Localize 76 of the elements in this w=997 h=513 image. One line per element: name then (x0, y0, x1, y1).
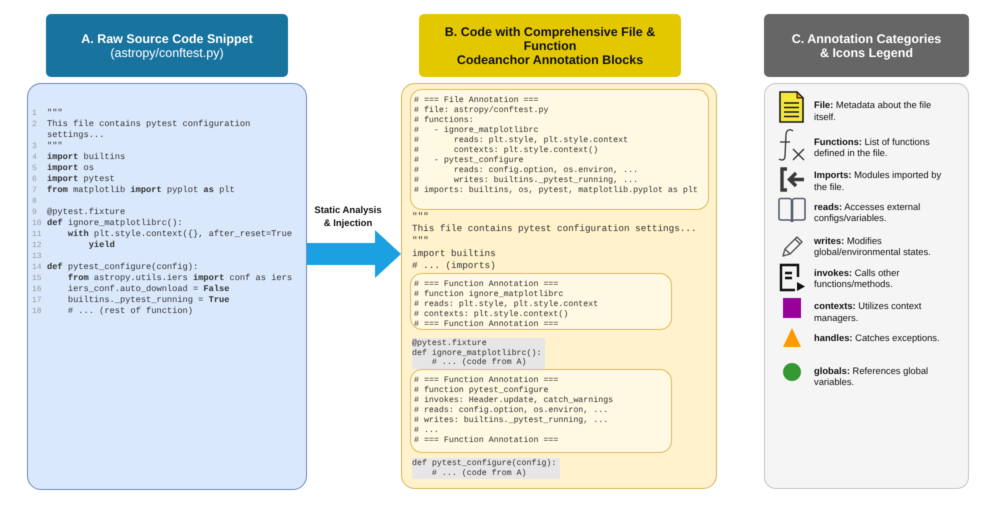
header-title: C. Annotation Categories & Icons Legend (790, 32, 942, 60)
code-line: This file contains pytest configuration settings... (412, 223, 697, 236)
code-line: # === Function Annotation === (414, 280, 558, 290)
code-line: # ... (code from A) (430, 468, 527, 478)
code-line: 7 from matplotlib import pyplot as plt (32, 185, 236, 196)
code-line: # functions: (414, 116, 474, 126)
code-line: 3 """ (32, 141, 64, 152)
code-line: 1 """ (32, 108, 64, 119)
legend-text: contexts: Utilizes context managers. (814, 300, 922, 323)
code-line: # writes: builtins._pytest_running, ... (414, 176, 638, 186)
code-line: # contexts: plt.style.context() (414, 310, 568, 320)
header-title: A. Raw Source Code Snippet (81, 32, 253, 46)
panel-header (46, 14, 288, 77)
code-line: # contexts: plt.style.context() (414, 146, 598, 156)
code-line: # ... (414, 426, 439, 436)
code-line: # writes: builtins._pytest_running, ... (414, 416, 608, 426)
code-panel (27, 83, 307, 490)
legend-text: handles: Catches exceptions. (814, 332, 941, 344)
legend-text: writes: Modifies global/environmental states. (814, 234, 932, 258)
legend-text: Functions: List of functions defined in the file. (814, 136, 931, 158)
code-line: # reads: plt.style, plt.style.context (414, 300, 598, 310)
code-line: 17 builtins._pytest_running = True (32, 295, 230, 306)
header-title: Codeanchor Annotation Blocks (456, 52, 644, 66)
panel-header (764, 14, 969, 77)
code-snippet (412, 458, 560, 480)
legend-text: globals: References global variables. (814, 364, 930, 388)
code-line: 8 (32, 196, 38, 207)
code-line: # reads: config.option, os.environ, ... (414, 406, 608, 416)
code-line: # reads: config.option, os.environ, ... (414, 166, 638, 176)
code-line: # - ignore_matplotlibrc (414, 126, 538, 136)
code-line: # === File Annotation === (414, 96, 538, 106)
code-line: # - pytest_configure (414, 156, 524, 166)
code-line: # invokes: Header.update, catch_warnings (414, 396, 614, 406)
code-line: 11 with plt.style.context({}, after_reset=True (32, 229, 294, 240)
arrow (307, 230, 401, 278)
code-line: 16 iers_conf.auto_download = False (32, 284, 230, 295)
header-title: B. Code with Comprehensive File & Function (444, 24, 656, 52)
code-line: import builtins (412, 248, 496, 260)
annotation-block (410, 273, 672, 330)
code-line: 5 import os (32, 163, 95, 174)
code-line: # === Function Annotation === (414, 436, 558, 446)
code-line: 12 yield (32, 240, 116, 251)
annotation-block (410, 369, 672, 453)
code-line: 18 # ... (rest of function) (32, 306, 194, 317)
legend-text: File: Metadata about the file itself. (814, 99, 932, 122)
code-line: # ... (code from A) (430, 358, 527, 368)
code-line: # file: astropy/conftest.py (414, 106, 548, 116)
annotated-code-panel (401, 83, 717, 489)
code-line: # imports: builtins, os, pytest, matplotlib.pyplot as plt (414, 186, 698, 196)
code-line: 10 def ignore_matplotlibrc(): (32, 218, 184, 229)
code-line: 13 (32, 251, 43, 262)
code-line: 14 def pytest_configure(config): (32, 262, 200, 273)
code-snippet (412, 338, 546, 369)
code-line: # === Function Annotation === (414, 320, 558, 330)
annotation-block (410, 89, 709, 210)
header-subtitle: (astropy/conftest.py) (110, 46, 224, 60)
code-line: def pytest_configure(config): (412, 459, 556, 469)
code-line: # function pytest_configure (414, 386, 548, 396)
legend-text: Imports: Modules imported by the file. (814, 169, 942, 192)
code-line: def ignore_matplotlibrc(): (412, 348, 542, 358)
code-line: 2 This file contains pytest configuration settings... (32, 119, 252, 141)
code-line: 6 import pytest (32, 174, 116, 185)
code-line: 15 from astropy.utils.iers import conf as iers (32, 273, 294, 284)
legend-text: invokes: Calls other functions/methods. (814, 266, 900, 290)
code-line: # ... (imports) (412, 260, 496, 272)
code-line: 4 import builtins (32, 152, 126, 163)
code-line: # function ignore_matplotlibrc (414, 290, 564, 300)
edge-label: Static Analysis & Injection (313, 204, 383, 230)
code-line: """ (412, 235, 429, 248)
legend-text: reads: Accesses external configs/variables. (814, 200, 922, 224)
code-line: @pytest.fixture (412, 339, 487, 349)
code-line: # reads: plt.style, plt.style.context (414, 136, 628, 146)
code-line: # === Function Annotation === (414, 376, 558, 386)
code-line: 9 @pytest.fixture (32, 207, 126, 218)
panel-header (419, 14, 681, 77)
code-line: """ (412, 211, 429, 224)
